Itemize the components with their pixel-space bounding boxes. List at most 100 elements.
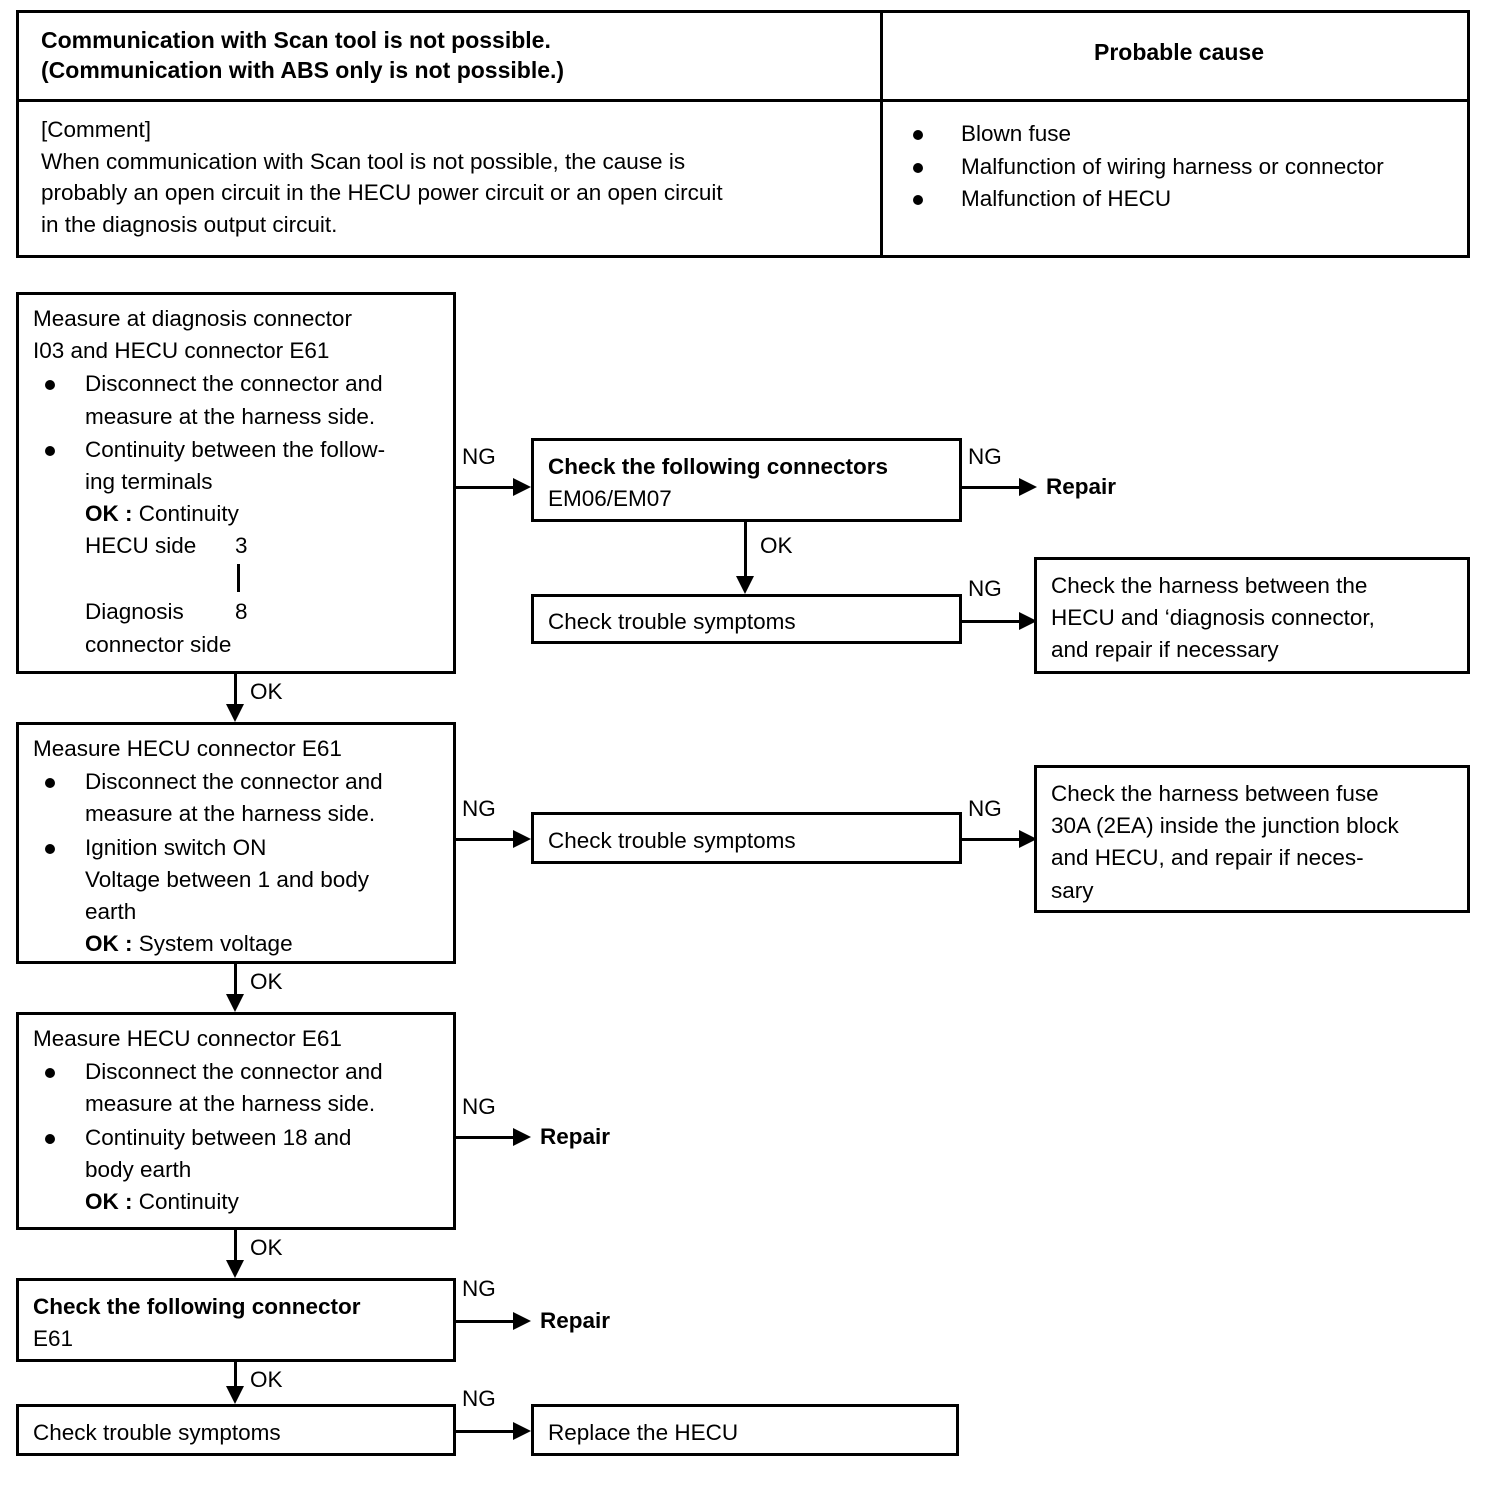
check-symptoms-3-label: Check trouble symptoms: [33, 1420, 281, 1445]
connector-checkE61-to-symptoms3: [234, 1362, 237, 1400]
list-item: Disconnect the connector and measure at …: [33, 368, 441, 432]
check-connector-e61-value: E61: [33, 1326, 74, 1352]
comment-line1: When communication with Scan tool is not…: [41, 148, 686, 174]
repair-label-2: Repair: [540, 1124, 611, 1149]
arrowhead-right: [513, 1128, 531, 1146]
step1-title-line2: I03 and HECU connector E61: [33, 338, 330, 364]
list-item: Disconnect the connector and measure at …: [33, 766, 441, 830]
step3-bullet2-line2: body earth: [85, 1156, 192, 1182]
arrowhead-right: [513, 1312, 531, 1330]
probable-cause-header: Probable cause: [883, 13, 1467, 102]
arrowhead-right: [513, 1422, 531, 1440]
step1-ok-value: Continuity: [138, 501, 239, 527]
arrowhead-down: [226, 704, 244, 722]
symptom-header-line1: Communication with Scan tool is not poss…: [41, 27, 551, 53]
connector-checkconn-to-repair1: [962, 486, 1024, 489]
arrowhead-down: [226, 994, 244, 1012]
edge-label-ok-3-4: OK: [250, 1235, 283, 1260]
step2-title: Measure HECU connector E61: [33, 736, 342, 761]
list-item: Ignition switch ON Voltage between 1 and…: [33, 832, 441, 929]
connector-step1-to-step2: [234, 674, 237, 718]
comment-line3: in the diagnosis output circuit.: [41, 211, 338, 237]
replace-hecu-label: Replace the HECU: [548, 1420, 739, 1445]
step3-bullets: Disconnect the connector and measure at …: [33, 1056, 441, 1186]
step1-bullets: Disconnect the connector and measure at …: [33, 368, 441, 498]
harness-diag-line1: Check the harness between the: [1051, 573, 1368, 598]
edge-label-ng1: NG: [462, 444, 496, 469]
edge-label-ng6: NG: [462, 1094, 496, 1119]
step3-title: Measure HECU connector E61: [33, 1026, 342, 1051]
edge-label-ok-checkconn: OK: [760, 533, 793, 558]
harness-fuse-line1: Check the harness between fuse: [1051, 781, 1379, 806]
arrowhead-right: [1019, 830, 1037, 848]
connector-step3-to-repair2: [456, 1136, 518, 1139]
connector-checkconn-down: [744, 522, 747, 578]
list-item: Malfunction of wiring harness or connect…: [905, 151, 1453, 184]
arrowhead-down: [226, 1386, 244, 1404]
edge-label-ng2: NG: [968, 444, 1002, 469]
list-item: Malfunction of HECU: [905, 183, 1453, 216]
arrowhead-right: [513, 478, 531, 496]
harness-diag-line3: and repair if necessary: [1051, 637, 1279, 663]
arrowhead-right: [1019, 478, 1037, 496]
comment-cell: [Comment] When communication with Scan t…: [19, 102, 883, 255]
harness-fuse-line4: sary: [1051, 877, 1094, 903]
terminal-tie-line: [33, 562, 441, 596]
step3-bullet2-line1: Continuity between 18 and: [85, 1124, 352, 1150]
check-connectors-title: Check the following connectors: [548, 454, 889, 479]
step1-term2-label: Diagnosis: [85, 599, 184, 625]
step1-measure-diagnosis-connector-box: Measure at diagnosis connector I03 and H…: [16, 292, 456, 674]
arrowhead-right: [1019, 612, 1037, 630]
step2-bullet1-line1: Disconnect the connector and: [85, 769, 383, 795]
step2-ok-criteria: OK : System voltage: [33, 928, 441, 960]
connector-checkE61-to-repair3: [456, 1320, 518, 1323]
connector-symptoms1-to-harnessdiag: [962, 620, 1024, 623]
step1-term1-label: HECU side: [85, 533, 197, 559]
step1-bullet1-line2: measure at the harness side.: [85, 403, 376, 429]
step1-terminal-row-diagnosis: Diagnosis 8: [33, 596, 441, 628]
step2-bullet2-line1: Ignition switch ON: [85, 834, 267, 860]
comment-label: [Comment]: [41, 117, 152, 142]
step1-terminal-row-hecu: HECU side 3: [33, 530, 441, 562]
step1-bullet2-line1: Continuity between the follow-: [85, 436, 386, 462]
edge-label-ng4: NG: [462, 796, 496, 821]
step1-bullet2-line2: ing terminals: [85, 468, 213, 494]
check-harness-fuse-box: Check the harness between fuse 30A (2EA)…: [1034, 765, 1470, 913]
list-item: Blown fuse: [905, 118, 1453, 151]
edge-label-ok-1-2: OK: [250, 679, 283, 704]
step1-title-line1: Measure at diagnosis connector: [33, 306, 352, 331]
step1-term2-value: 8: [235, 599, 248, 625]
replace-hecu-box: Replace the HECU: [531, 1404, 959, 1456]
step3-measure-hecu-continuity-box: Measure HECU connector E61 Disconnect th…: [16, 1012, 456, 1230]
step2-bullets: Disconnect the connector and measure at …: [33, 766, 441, 928]
step3-ok-label: OK :: [85, 1188, 133, 1214]
arrowhead-down: [736, 576, 754, 594]
check-connector-e61-title: Check the following connector: [33, 1294, 361, 1319]
check-symptoms-2-label: Check trouble symptoms: [548, 828, 796, 853]
step3-bullet1-line2: measure at the harness side.: [85, 1091, 376, 1117]
step3-bullet1-line1: Disconnect the connector and: [85, 1059, 383, 1085]
edge-label-ng3: NG: [968, 576, 1002, 601]
connector-symptoms3-to-replacehecu: [456, 1430, 518, 1433]
step2-bullet1-line2: measure at the harness side.: [85, 801, 376, 827]
step1-bullet1-line1: Disconnect the connector and: [85, 371, 383, 397]
check-symptoms-1-label: Check trouble symptoms: [548, 609, 796, 634]
probable-cause-cell: Blown fuse Malfunction of wiring harness…: [883, 102, 1467, 255]
symptom-cause-table: Communication with Scan tool is not poss…: [16, 10, 1470, 258]
step2-ok-label: OK :: [85, 931, 133, 957]
probable-cause-list: Blown fuse Malfunction of wiring harness…: [905, 118, 1453, 216]
connector-step1-to-checkconn: [456, 486, 518, 489]
connector-symptoms2-to-harnessfuse: [962, 838, 1024, 841]
arrowhead-right: [513, 830, 531, 848]
step2-bullet2-line3: earth: [85, 898, 137, 924]
harness-fuse-line3: and HECU, and repair if neces-: [1051, 845, 1364, 871]
comment-line2: probably an open circuit in the HECU pow…: [41, 180, 723, 205]
connector-step3-to-checkE61: [234, 1230, 237, 1274]
list-item: Disconnect the connector and measure at …: [33, 1056, 441, 1120]
connector-step2-to-symptoms2: [456, 838, 518, 841]
repair-label-1: Repair: [1046, 474, 1117, 499]
step3-ok-value: Continuity: [138, 1188, 239, 1214]
step1-ok-criteria: OK : Continuity: [33, 498, 441, 530]
check-trouble-symptoms-box-2: Check trouble symptoms: [531, 812, 962, 864]
